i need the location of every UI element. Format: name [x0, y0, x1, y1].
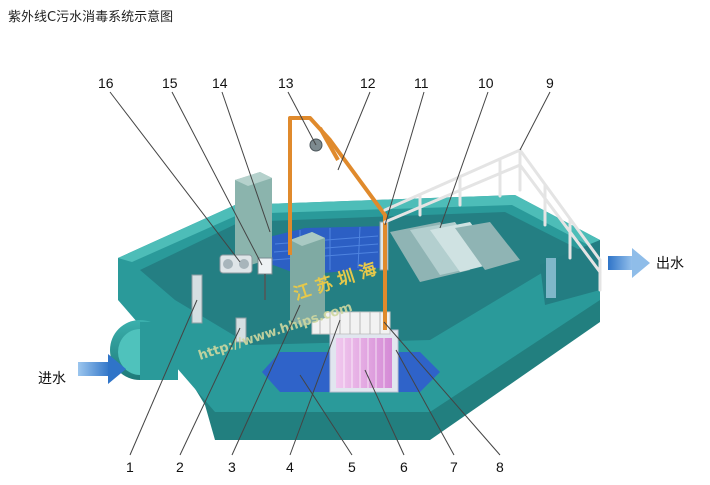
lifting-frame: [288, 116, 387, 330]
uv-lamp-bank: [390, 222, 520, 282]
inlet-label: 进水: [38, 371, 66, 387]
blower-unit: [219, 254, 253, 274]
outlet-label: 出水: [656, 256, 684, 272]
callout-13: 13: [278, 75, 294, 91]
callout-2: 2: [176, 459, 184, 475]
diagram-title: 紫外线C污水消毒系统示意图: [8, 10, 174, 25]
callout-7: 7: [450, 459, 458, 475]
callout-8: 8: [496, 459, 504, 475]
tank-front-face: [118, 262, 600, 440]
inlet-arrow: [78, 354, 126, 384]
outlet-plates: [546, 258, 556, 298]
callouts-bottom: 1 2 3 4 5 6 7 8: [126, 459, 504, 475]
callout-10: 10: [478, 75, 494, 91]
callout-6: 6: [400, 459, 408, 475]
outlet-arrow: [608, 248, 650, 278]
gate-plate-left: [191, 274, 203, 324]
leader-lines-top: [109, 91, 551, 266]
callouts-top: 16 15 14 13 12 11 10 9: [98, 75, 554, 91]
callout-9: 9: [546, 75, 554, 91]
callout-3: 3: [228, 459, 236, 475]
inlet-pipe-body: [140, 322, 178, 380]
gate-plate-right: [235, 317, 247, 343]
callout-14: 14: [212, 75, 228, 91]
callout-4: 4: [286, 459, 294, 475]
callout-11: 11: [414, 75, 429, 91]
control-cabinet-front: [290, 232, 325, 326]
callout-16: 16: [98, 75, 114, 91]
callout-15: 15: [162, 75, 178, 91]
leader-lines-bottom: [129, 299, 501, 456]
control-cabinet-rear: [235, 172, 272, 266]
callout-12: 12: [360, 75, 376, 91]
uv-tubes: [336, 338, 392, 388]
callout-1: 1: [126, 459, 134, 475]
callout-5: 5: [348, 459, 356, 475]
